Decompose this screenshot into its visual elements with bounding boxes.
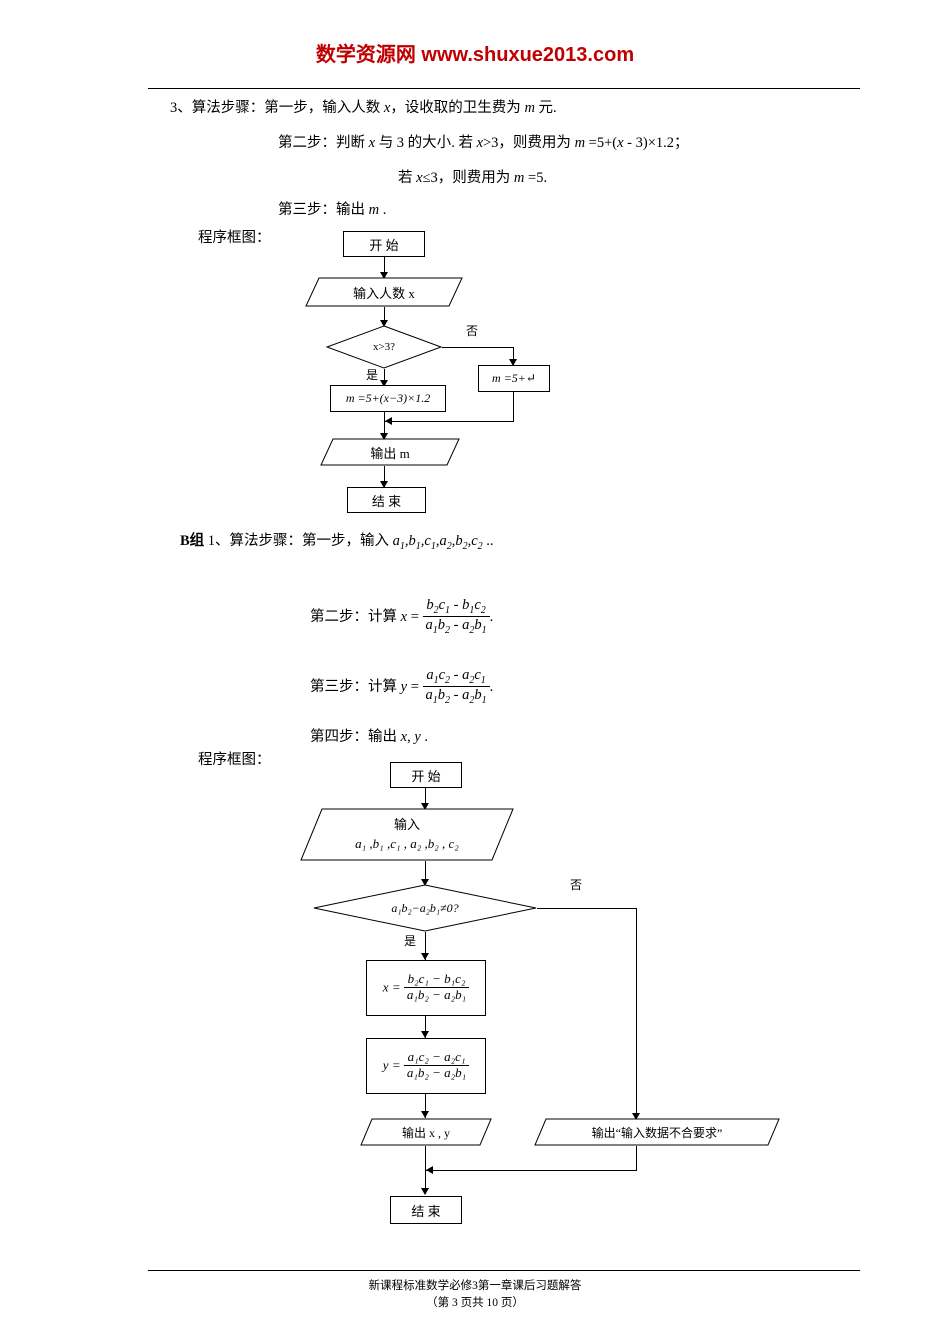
section-a-step2-alt: 若 x≤3，则费用为 m =5.	[398, 170, 548, 186]
flow-b-start-label: 开 始	[411, 768, 441, 784]
flow-a-end: 结 束	[347, 487, 426, 513]
flow-b-output-error-label: 输出“输入数据不合要求”	[591, 1125, 723, 1140]
flow-a-decision: x>3?	[325, 325, 443, 369]
flow-a-arrow-4	[380, 481, 388, 488]
flow-b-process-x-lhs: x =	[382, 978, 401, 994]
footer-line-2: （第 3 页共 10 页）	[426, 1297, 524, 1309]
flow-b-input-line1: 输入	[393, 816, 420, 832]
flow-a-merge-h	[385, 421, 514, 422]
flow-b-no-label: 否	[570, 878, 583, 892]
section-a-step-intro: 3、算法步骤：第一步，输入人数 x，设收取的卫生费为 m 元.	[170, 100, 557, 116]
section-b-step4: 第四步：输出 x, y .	[310, 729, 428, 745]
flow-b-connector-3	[425, 932, 426, 960]
flow-b-output-xy: 输出 x , y	[360, 1118, 492, 1146]
fraction-y: a1c2 - a2c1 a1b2 - a2b1	[422, 667, 490, 707]
flow-a-arrow-1	[380, 272, 388, 279]
flow-a-merge-arrow	[385, 417, 392, 425]
flow-b-process-x: x = b₂c₁ − b₁c₂ a₁b₂ − a₂b₁	[366, 960, 486, 1016]
flow-b-merge-arrow	[426, 1166, 433, 1174]
flow-b-output-error: 输出“输入数据不合要求”	[534, 1118, 780, 1146]
flow-a-output: 输出 m	[320, 438, 460, 466]
footer-divider	[148, 1270, 860, 1271]
flow-a-arrow-2	[380, 320, 388, 327]
flow-a-arrow-3	[380, 433, 388, 440]
flow-b-connector-7	[636, 1146, 637, 1170]
flow-a-process-false-label: m =5+↵	[492, 371, 536, 385]
flow-a-connector-no-h	[442, 347, 514, 348]
flow-b-fraction-x: b₂c₁ − b₁c₂ a₁b₂ − a₂b₁	[403, 970, 470, 1003]
flow-b-process-x-den: a₁b₂ − a₂b₁	[403, 986, 470, 1003]
flow-b-arrow-2	[421, 879, 429, 886]
flow-a-connector-3	[384, 412, 385, 440]
flow-a-connector-2	[384, 307, 385, 325]
flow-b-output-xy-label: 输出 x , y	[401, 1125, 450, 1140]
flow-a-connector-yes	[384, 369, 385, 385]
section-b-step-intro: B组 1、算法步骤：第一步，输入 a1,b1,c1,a2,b2,c2 ..	[180, 533, 494, 552]
flow-a-end-label: 结 束	[371, 493, 402, 509]
section-b-step3: 第三步：计算 y = a1c2 - a2c1 a1b2 - a2b1 .	[310, 667, 494, 707]
flow-b-decision: a₁b₂−a₂b₁≠0?	[313, 884, 537, 932]
flow-b-arrow-no	[632, 1113, 640, 1120]
flow-b-end: 结 束	[390, 1196, 462, 1224]
flow-a-output-label: 输出 m	[370, 445, 410, 461]
flow-b-connector-8	[425, 1170, 426, 1194]
section-a-step2: 第二步：判断 x 与 3 的大小. 若 x>3，则费用为 m =5+(x - 3…	[278, 135, 689, 151]
section-b-diagram-label: 程序框图：	[198, 752, 271, 768]
section-b-group-label: B组	[180, 533, 205, 549]
flow-a-decision-label: x>3?	[372, 341, 396, 353]
flow-a-yes-label: 是	[366, 368, 379, 382]
flow-b-arrow-1	[421, 803, 429, 810]
flow-a-connector-1	[384, 257, 385, 277]
flow-b-yes-label: 是	[404, 934, 417, 948]
flow-a-process-true: m =5+(x−3)×1.2	[330, 385, 446, 412]
flow-b-connector-no-h	[537, 908, 637, 909]
flow-b-process-x-num: b₂c₁ − b₁c₂	[407, 970, 466, 986]
flow-b-process-y-num: a₁c₂ − a₂c₁	[407, 1048, 466, 1064]
flow-a-connector-4	[384, 466, 385, 488]
flow-b-connector-5	[425, 1094, 426, 1118]
flow-b-connector-2	[425, 861, 426, 884]
flow-b-process-y-den: a₁b₂ − a₂b₁	[403, 1064, 470, 1081]
flow-a-no-label: 否	[466, 324, 479, 338]
flow-a-connector-no-v	[513, 347, 514, 365]
fraction-x: b2c1 - b1c2 a1b2 - a2b1	[422, 597, 490, 637]
flow-b-input: 输入 a₁ ,b₁ ,c₁ , a₂ ,b₂ , c₂	[300, 808, 514, 861]
flow-b-connector-no-v	[636, 908, 637, 1119]
flow-b-input-line2: a₁ ,b₁ ,c₁ , a₂ ,b₂ , c₂	[355, 835, 459, 851]
flow-b-connector-6	[425, 1146, 426, 1170]
page-header-title: 数学资源网 www.shuxue2013.com	[315, 44, 635, 66]
flow-b-connector-4	[425, 1016, 426, 1038]
flow-a-process-false: m =5+↵	[478, 365, 550, 392]
flow-b-arrow-5	[421, 1111, 429, 1118]
flow-a-process-true-label: m =5+(x−3)×1.2	[345, 391, 431, 405]
header-divider	[148, 88, 860, 89]
flow-b-arrow-3	[421, 953, 429, 960]
flow-b-start: 开 始	[390, 762, 462, 788]
flow-a-start: 开 始	[343, 231, 425, 257]
flow-a-start-label: 开 始	[369, 237, 399, 253]
section-a-step3: 第三步：输出 m .	[278, 202, 387, 218]
flow-b-merge-h	[426, 1170, 637, 1171]
section-a-diagram-label: 程序框图：	[198, 230, 271, 246]
footer-line-1: 新课程标准数学必修3第一章课后习题解答	[368, 1280, 582, 1292]
flow-a-arrow-yes	[380, 380, 388, 387]
flow-b-decision-label: a₁b₂−a₂b₁≠0?	[391, 900, 459, 915]
flow-a-arrow-no	[509, 359, 517, 366]
flow-a-input: 输入人数 x	[305, 277, 463, 307]
flow-b-end-label: 结 束	[411, 1203, 441, 1219]
flow-a-merge-v	[513, 392, 514, 421]
flow-b-process-y-lhs: y =	[382, 1056, 401, 1072]
flow-b-arrow-6	[421, 1188, 429, 1195]
flow-b-connector-1	[425, 788, 426, 808]
flow-b-arrow-4	[421, 1031, 429, 1038]
section-b-step2: 第二步：计算 x = b2c1 - b1c2 a1b2 - a2b1 .	[310, 597, 494, 637]
flow-a-input-label: 输入人数 x	[353, 285, 415, 301]
flow-b-fraction-y: a₁c₂ − a₂c₁ a₁b₂ − a₂b₁	[403, 1048, 470, 1081]
flow-b-process-y: y = a₁c₂ − a₂c₁ a₁b₂ − a₂b₁	[366, 1038, 486, 1094]
